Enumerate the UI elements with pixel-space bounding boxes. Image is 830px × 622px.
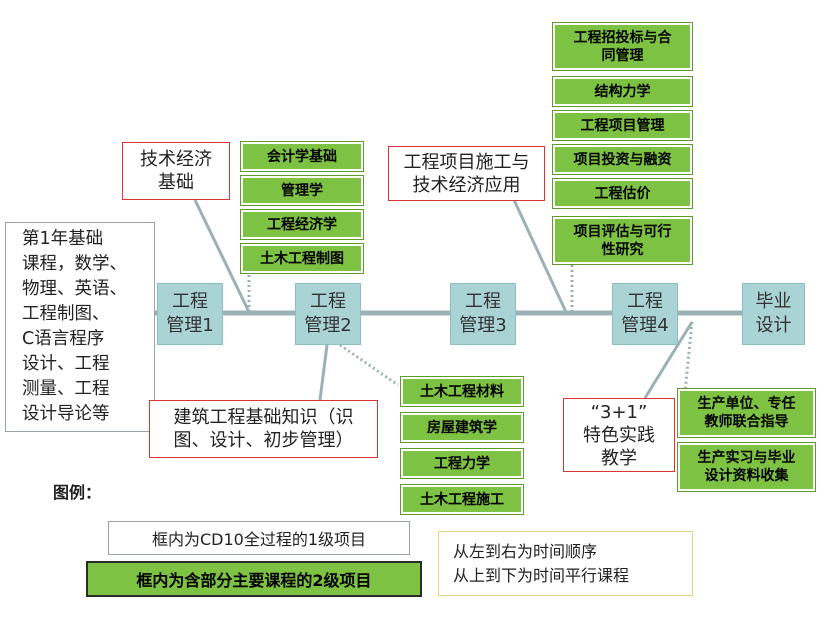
stage-label: 工程 管理3 — [459, 291, 507, 336]
course-label: 项目投资与融资 — [573, 151, 672, 168]
legend-level2-text: 框内为含部分主要课程的2级项目 — [136, 571, 372, 590]
legend-level1-box: 框内为CD10全过程的1级项目 — [108, 521, 410, 555]
connector-solid — [512, 199, 568, 313]
course-box: 生产单位、专任 教师联合指导 — [677, 388, 816, 438]
connector-solid — [643, 321, 694, 399]
course-box: 工程力学 — [400, 448, 524, 479]
course-box: 项目投资与融资 — [552, 144, 693, 175]
course-label: 房屋建筑学 — [427, 419, 497, 436]
course-label: 结构力学 — [594, 83, 651, 100]
theme-box-construction-econ: 工程项目施工与 技术经济应用 — [388, 146, 545, 201]
legend-level1-text: 框内为CD10全过程的1级项目 — [151, 530, 367, 549]
stage-box-2: 工程 管理2 — [295, 283, 361, 345]
connector-dotted — [683, 321, 694, 393]
course-box: 工程招投标与合 同管理 — [552, 22, 693, 71]
course-box: 项目评估与可行 性研究 — [552, 216, 693, 265]
course-box: 工程估价 — [552, 178, 693, 209]
course-label: 管理学 — [281, 182, 323, 199]
theme-label: 工程项目施工与 技术经济应用 — [403, 151, 530, 196]
course-label: 工程招投标与合 同管理 — [573, 29, 672, 64]
theme-label: 建筑工程基础知识（识 图、设计、初步管理） — [173, 407, 354, 451]
course-box: 会计学基础 — [240, 141, 364, 172]
course-box: 土木工程施工 — [400, 484, 524, 515]
course-label: 土木工程施工 — [420, 491, 504, 508]
course-label: 土木工程材料 — [420, 383, 504, 400]
legend-title: 图例： — [53, 483, 102, 502]
connector-solid — [193, 199, 251, 313]
reading-note-box: 从左到右为时间顺序 从上到下为时间平行课程 — [438, 531, 693, 596]
stage-box-3: 工程 管理3 — [450, 283, 516, 345]
stage-label: 工程 管理4 — [621, 291, 669, 336]
legend-level2-box: 框内为含部分主要课程的2级项目 — [86, 561, 422, 597]
stage-box-4: 工程 管理4 — [612, 283, 678, 345]
course-label: 生产单位、专任 教师联合指导 — [697, 396, 796, 430]
course-label: 工程项目管理 — [580, 117, 665, 134]
theme-label: 技术经济 基础 — [140, 149, 212, 193]
theme-box-tech-econ: 技术经济 基础 — [122, 142, 230, 200]
course-label: 土木工程制图 — [260, 250, 344, 267]
course-box: 结构力学 — [552, 76, 693, 107]
theme-label: “3+1” 特色实践 教学 — [583, 401, 655, 469]
course-label: 会计学基础 — [267, 148, 337, 165]
course-box: 工程经济学 — [240, 209, 364, 240]
course-box: 土木工程制图 — [240, 243, 364, 274]
connector-solid — [318, 344, 329, 401]
course-box: 土木工程材料 — [400, 376, 524, 407]
theme-box-building-basics: 建筑工程基础知识（识 图、设计、初步管理） — [149, 400, 378, 458]
graduation-design-box: 毕业 设计 — [742, 283, 805, 345]
theme-box-3plus1: “3+1” 特色实践 教学 — [563, 398, 675, 472]
first-year-courses-text: 第1年基础 课程，数学、 物理、英语、 工程制图、 C语言程序 设计、工程 测量… — [22, 229, 127, 424]
course-label: 工程力学 — [434, 455, 490, 472]
stage-label: 毕业 设计 — [755, 291, 792, 336]
stage-label: 工程 管理2 — [304, 291, 352, 336]
course-label: 工程估价 — [594, 185, 651, 202]
stage-label: 工程 管理1 — [166, 291, 214, 336]
course-box: 房屋建筑学 — [400, 412, 524, 443]
course-box: 生产实习与毕业 设计资料收集 — [677, 442, 816, 492]
course-box: 工程项目管理 — [552, 110, 693, 141]
connector-dotted — [339, 343, 399, 387]
reading-note-text: 从左到右为时间顺序 从上到下为时间平行课程 — [453, 541, 630, 585]
course-box: 管理学 — [240, 175, 364, 206]
first-year-courses-box: 第1年基础 课程，数学、 物理、英语、 工程制图、 C语言程序 设计、工程 测量… — [5, 222, 155, 432]
course-label: 工程经济学 — [267, 216, 337, 233]
course-label: 生产实习与毕业 设计资料收集 — [697, 450, 796, 484]
stage-box-1: 工程 管理1 — [157, 283, 223, 345]
course-label: 项目评估与可行 性研究 — [573, 223, 672, 258]
